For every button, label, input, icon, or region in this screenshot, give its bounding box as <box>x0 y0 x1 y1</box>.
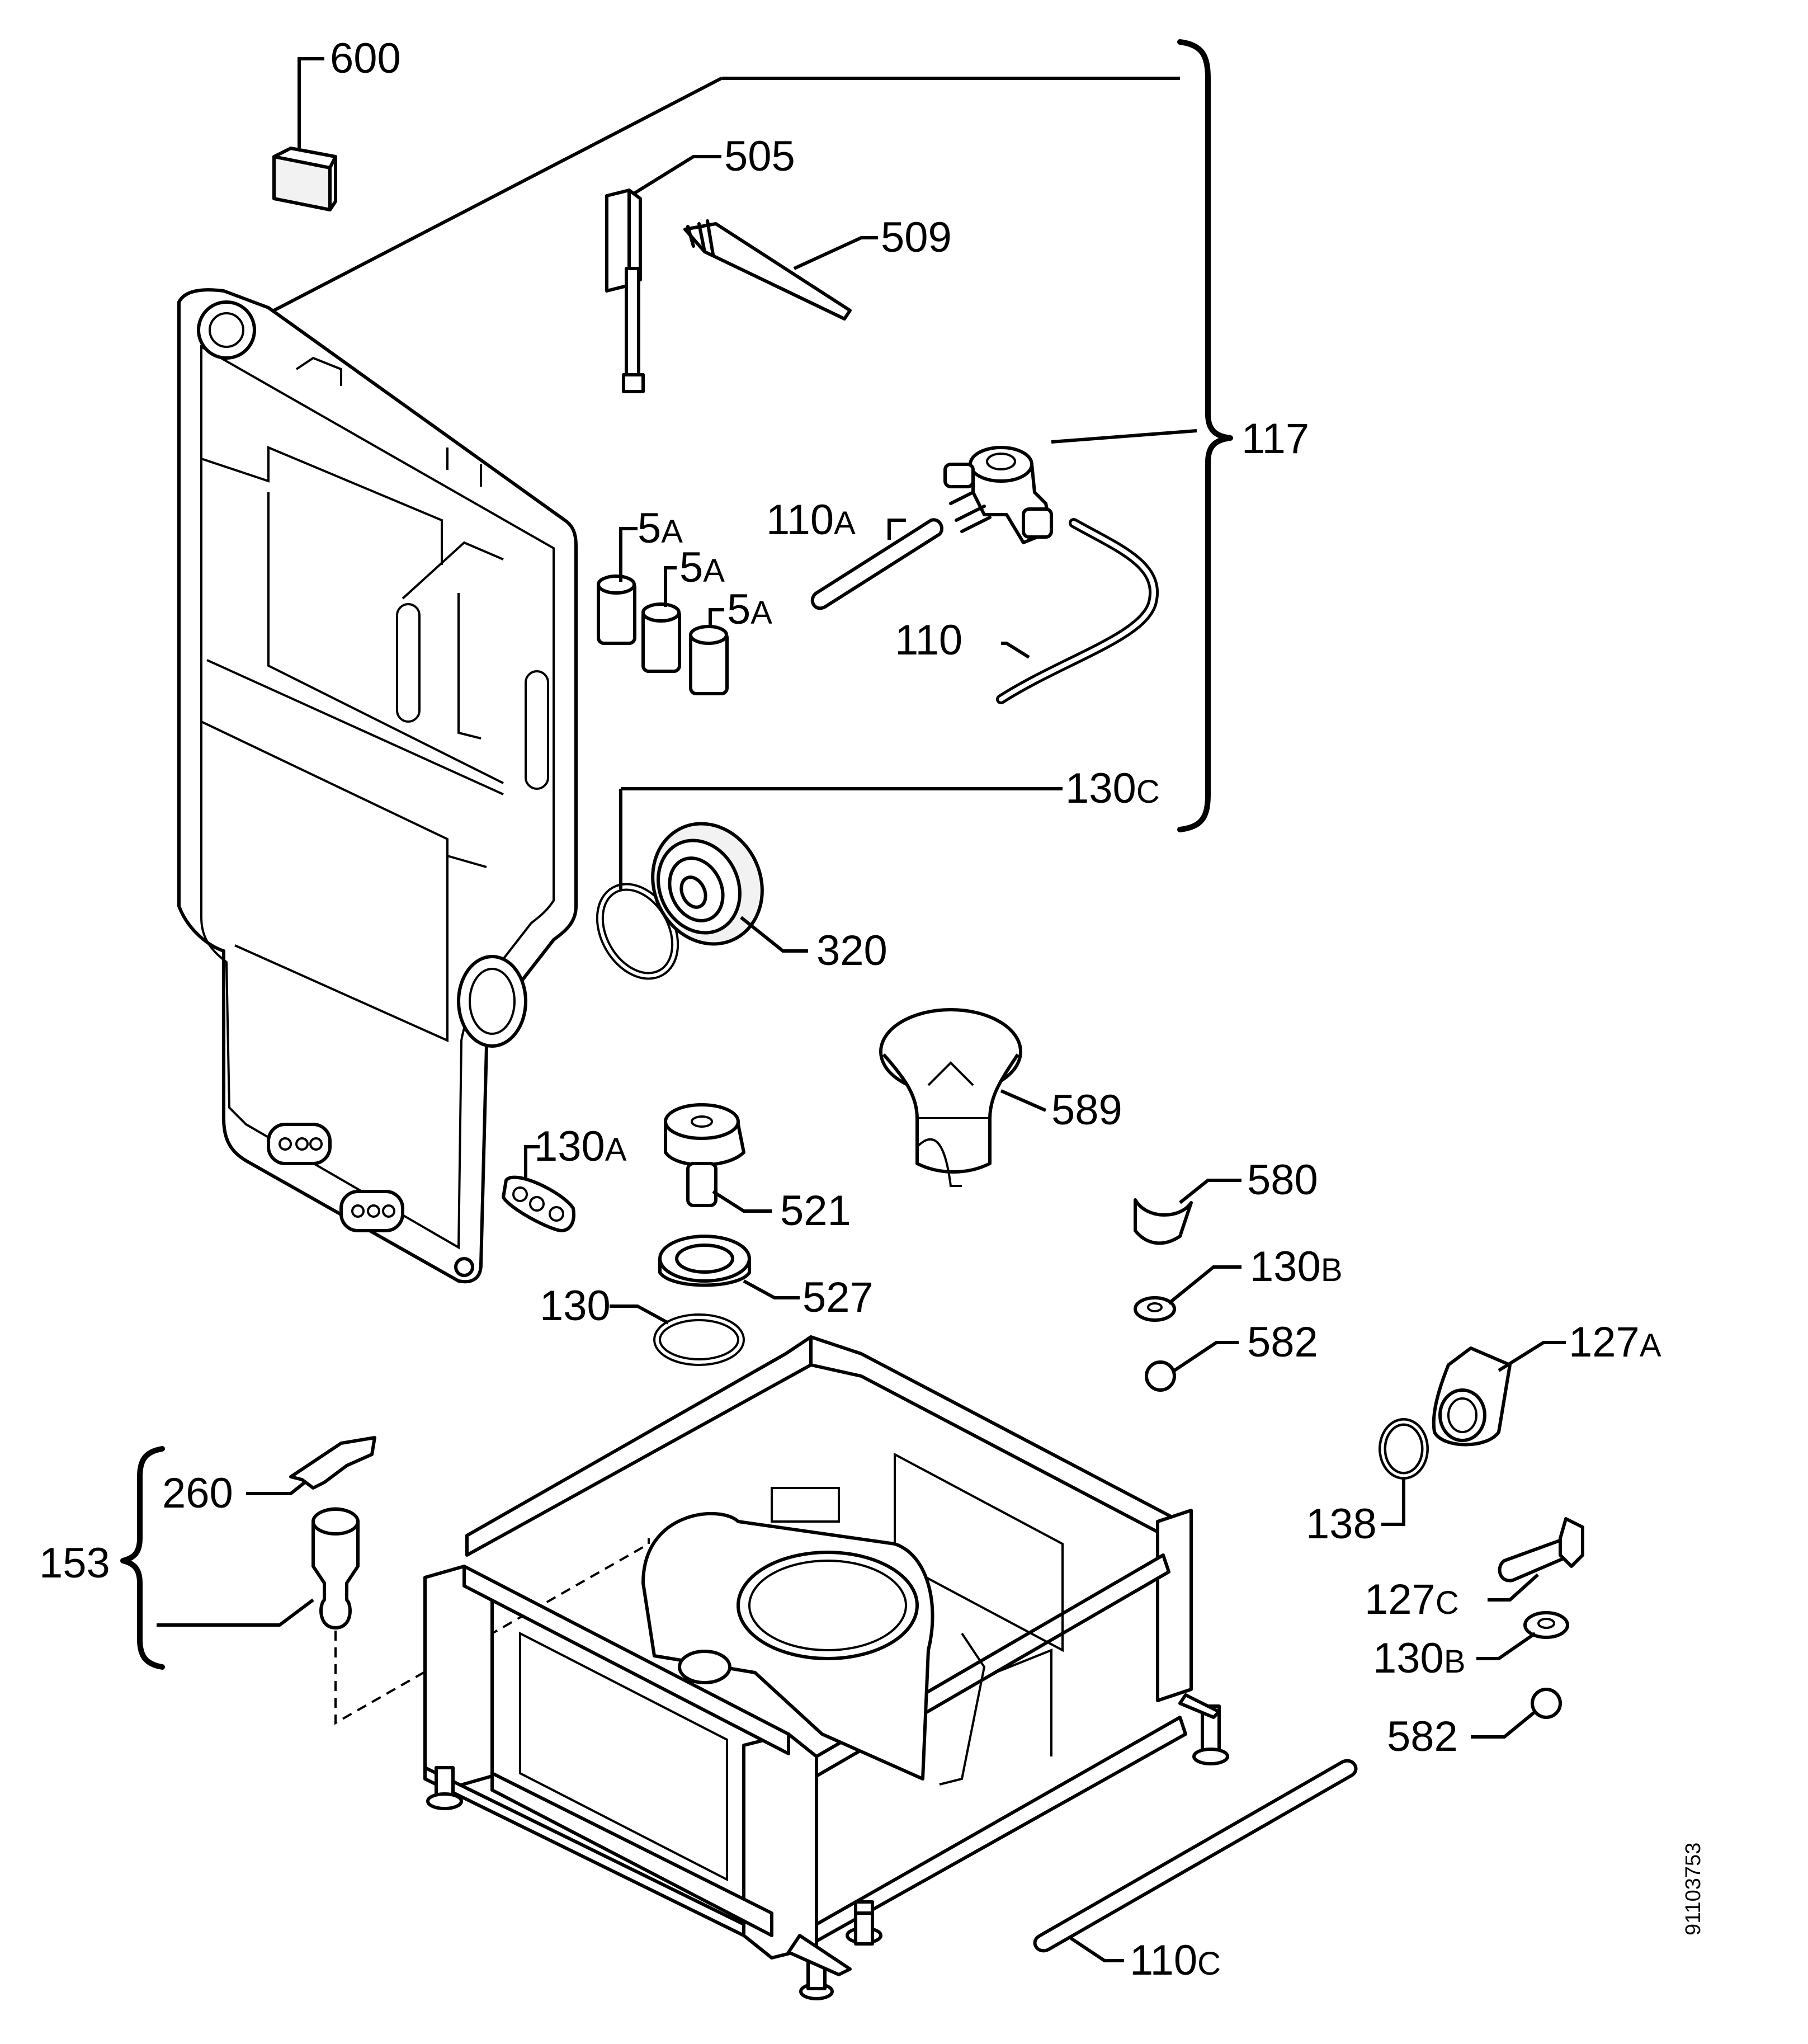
part-5a-2 <box>641 566 681 673</box>
part-127a <box>1432 1341 1566 1447</box>
base-frame <box>423 1335 1229 2000</box>
label-5a-1: 5A <box>638 505 683 552</box>
label-110: 110 <box>895 616 962 664</box>
part-527 <box>658 1235 800 1299</box>
part-509 <box>683 219 878 321</box>
part-130b-2 <box>1476 1611 1569 1660</box>
part-505 <box>605 155 721 393</box>
label-130: 130 <box>540 1282 611 1330</box>
part-130a <box>502 1145 575 1232</box>
label-127a: 127A <box>1569 1318 1661 1366</box>
part-130 <box>610 1304 745 1366</box>
part-110c <box>1033 1759 1358 1962</box>
part-5a-group <box>597 527 729 695</box>
label-521: 521 <box>780 1187 851 1235</box>
label-130a: 130A <box>534 1123 627 1170</box>
feet <box>426 1693 1229 2000</box>
part-582-2 <box>1471 1688 1562 1739</box>
part-260 <box>246 1436 376 1495</box>
label-582-2: 582 <box>1387 1713 1458 1760</box>
part-521 <box>664 1103 772 1213</box>
label-320: 320 <box>816 927 888 974</box>
brace-153 <box>120 1446 314 1670</box>
label-5a-2: 5A <box>679 544 725 591</box>
part-110 <box>996 518 1159 704</box>
label-117: 117 <box>1241 415 1309 463</box>
part-130b-1 <box>1134 1265 1241 1322</box>
document-code: 91103753 <box>1682 1843 1705 1935</box>
label-5a-3: 5A <box>727 586 772 633</box>
tank-side-panel <box>177 288 578 1284</box>
label-589: 589 <box>1051 1086 1122 1134</box>
part-5a-3 <box>689 608 729 695</box>
label-509: 509 <box>881 214 952 261</box>
label-130c: 130C <box>1065 765 1160 812</box>
label-505: 505 <box>724 133 795 180</box>
part-127c <box>1488 1517 1584 1602</box>
label-260: 260 <box>162 1470 233 1517</box>
label-153: 153 <box>39 1539 110 1587</box>
label-130b-1: 130B <box>1250 1243 1343 1291</box>
part-110a <box>810 518 943 610</box>
part-580 <box>1134 1179 1241 1245</box>
label-127c: 127C <box>1365 1576 1459 1623</box>
brace-117 <box>267 39 1233 832</box>
part-138 <box>1379 1418 1429 1526</box>
part-589 <box>879 1008 1047 1187</box>
label-138: 138 <box>1306 1500 1377 1548</box>
label-580: 580 <box>1247 1156 1318 1204</box>
label-110c: 110C <box>1130 1937 1221 1984</box>
valve-assembly-117 <box>943 446 1053 544</box>
part-5a-1 <box>597 527 638 645</box>
label-110a: 110A <box>766 496 856 544</box>
part-582-1 <box>1145 1341 1239 1392</box>
label-600: 600 <box>330 35 401 82</box>
part-600 <box>272 57 337 211</box>
callout-labels: 600 505 509 117 5A 5A 5A 110A 110 130C 3… <box>39 35 1705 1984</box>
label-130b-2: 130B <box>1373 1635 1466 1682</box>
part-320 <box>651 822 808 953</box>
label-582-1: 582 <box>1247 1318 1318 1366</box>
label-527: 527 <box>802 1274 874 1321</box>
